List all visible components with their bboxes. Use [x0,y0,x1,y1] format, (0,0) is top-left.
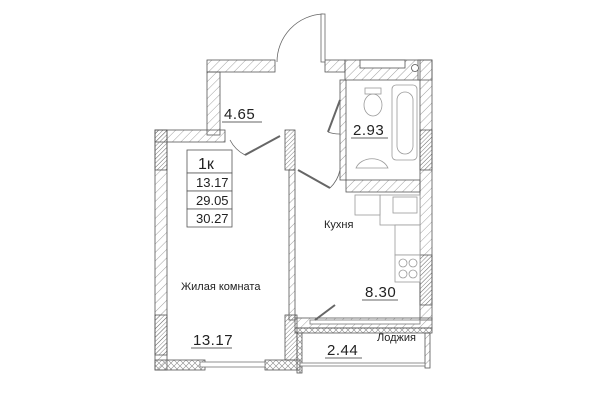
summary-total-area: 29.05 [196,193,229,208]
kitchen-counter-corner [354,194,381,216]
summary-total-area-loggia: 30.27 [196,211,229,226]
window-living [199,361,266,368]
burner [408,269,418,279]
kitchen-stove [394,254,421,283]
walls [154,59,433,374]
hall-area: 4.65 [224,106,255,123]
fixtures [354,84,421,283]
wall-bath-left [339,79,347,181]
toilet-tank [364,87,382,95]
column-left-top [154,129,168,171]
toilet [363,93,383,117]
bathroom-area: 2.93 [353,122,384,139]
kitchen-door-swing [329,169,341,189]
burner [398,269,408,279]
doors [229,13,341,321]
wall-bath-bottom [345,179,421,193]
wall-loggia-left [296,332,303,374]
bathtub-inner [396,91,414,155]
wall-hall-top-right [324,59,346,73]
summary-cell-total-loggia [186,208,233,228]
column-left-bottom [154,314,168,356]
wall-living-bottom-left [154,359,206,371]
wall-hall-top-left [206,59,276,73]
column-right-bottom [419,254,433,306]
loggia-door-leaf [314,304,336,321]
loggia-name: Лоджия [377,332,416,344]
column-middle [284,129,296,171]
window-loggia [299,362,426,367]
wall-loggia-right [424,332,431,369]
burner [398,258,408,268]
window-kitchen [309,319,421,325]
wall-living-kitchen [288,169,296,321]
living-room-name: Жилая комната [181,281,261,293]
bath-door-leaf [327,99,341,133]
wall-hall-left [206,71,221,136]
summary-rooms: 1к [198,156,215,173]
bath-door-swing [327,131,341,135]
column-right-top [419,129,433,171]
entrance-door-leaf [320,13,326,63]
kitchen-sink [392,196,418,214]
living-door-leaf [244,135,281,156]
loggia-area: 2.44 [327,342,358,359]
kitchen-counter [394,224,421,256]
summary-living-area: 13.17 [196,175,229,190]
living-door-swing [229,139,246,156]
wall-kitchen-bottom-insulation [294,327,433,334]
entrance-door-swing [276,13,324,63]
living-room-area: 13.17 [193,332,233,349]
kitchen-area: 8.30 [365,284,396,301]
vent-duct [359,59,406,69]
kitchen-door-leaf [297,169,331,189]
summary-box [186,149,233,228]
burner [408,258,418,268]
kitchen-name: Кухня [324,219,353,231]
windows [199,319,426,368]
riser-pipe [411,64,419,72]
wall-living-bottom-right [264,359,301,371]
washbasin [355,158,389,169]
